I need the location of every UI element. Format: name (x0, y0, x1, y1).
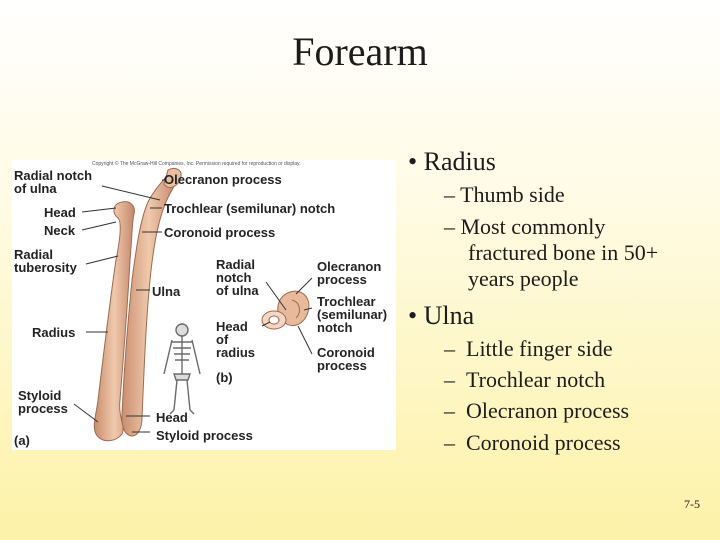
sub-bullet: – Little finger side (444, 336, 613, 361)
detail-leader-lines (261, 277, 313, 355)
label-olecranon-process: Olecranon process (164, 172, 282, 187)
label-panel-a: (a) (14, 433, 30, 448)
label-radius: Radius (32, 325, 76, 340)
copyright-notice: Copyright © The McGraw-Hill Companies, I… (92, 161, 301, 167)
bullet-radius-label: Radius (423, 147, 496, 176)
sub-bullet-text: Trochlear notch (466, 367, 606, 392)
label-b-radial-notch: Radial notch of ulna (216, 257, 259, 298)
label-styloid-process-left: Styloid process (18, 388, 68, 416)
label-radial-notch-of-ulna: Radial notch of ulna (14, 168, 93, 196)
sub-bullet-text: Coronoid process (466, 430, 621, 455)
sub-bullet: – Coronoid process (444, 430, 621, 455)
label-neck: Neck (44, 223, 76, 238)
sub-bullet-text: Olecranon process (466, 398, 630, 423)
ulna-bone (121, 171, 177, 437)
forearm-figure: Copyright © The McGraw-Hill Companies, I… (12, 160, 396, 450)
slide-title: Forearm (292, 29, 428, 74)
label-head: Head (44, 205, 76, 220)
left-leader-lines (73, 185, 161, 423)
bullet-ulna-label: Ulna (423, 301, 475, 330)
sub-bullet-continuation: fractured bone in 50+ (468, 240, 659, 265)
label-b-olecranon: Olecranon process (317, 259, 382, 287)
label-styloid-process-bottom: Styloid process (156, 428, 253, 443)
sub-bullet: – Olecranon process (444, 398, 630, 423)
elbow-detail (261, 290, 310, 330)
sub-bullet: – Most commonly (444, 214, 606, 239)
skeleton-figure (163, 323, 201, 415)
label-trochlear-notch: Trochlear (semilunar) notch (164, 201, 336, 216)
label-coronoid-process: Coronoid process (164, 225, 276, 240)
olecranon-shape (163, 167, 182, 188)
right-leader-lines (126, 179, 166, 433)
label-head-bottom: Head (156, 410, 188, 425)
label-panel-b: (b) (216, 370, 233, 385)
sub-bullet-text: Little finger side (466, 336, 613, 361)
sub-bullet-continuation: years people (468, 266, 579, 291)
forearm-bones-illustration (73, 167, 313, 442)
label-b-trochlear: Trochlear (semilunar) notch (317, 294, 388, 335)
label-radial-tuberosity: Radial tuberosity (14, 247, 77, 275)
radius-bone (93, 201, 135, 442)
page-number: 7-5 (684, 497, 700, 511)
sub-bullet-text: Most commonly (460, 214, 606, 239)
label-ulna: Ulna (152, 284, 181, 299)
sub-bullet-text: Thumb side (460, 182, 565, 207)
bullet-radius: • Radius (408, 147, 496, 176)
sub-bullet: – Trochlear notch (444, 367, 606, 392)
label-b-coronoid: Coronoid process (317, 345, 375, 373)
sub-bullet: – Thumb side (444, 182, 565, 207)
label-b-head-of-radius: Head of radius (216, 319, 256, 360)
bullet-ulna: • Ulna (408, 301, 475, 330)
